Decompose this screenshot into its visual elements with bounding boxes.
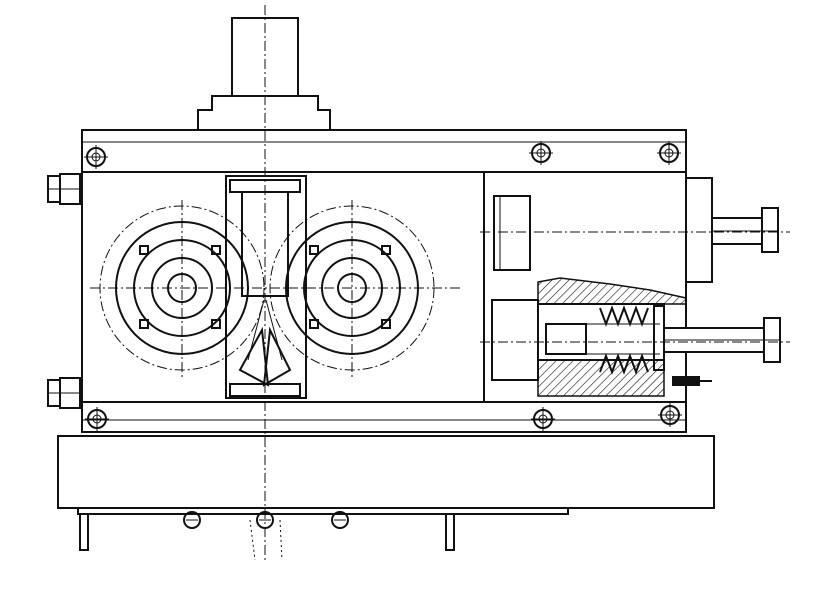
gearbox-housing bbox=[81, 129, 687, 433]
housing-bolt-top-right bbox=[657, 141, 681, 165]
housing-bolt-top-left bbox=[84, 145, 108, 169]
base-plate bbox=[57, 435, 715, 515]
left-lower-stud bbox=[47, 377, 81, 409]
housing-bolt-bottom-right bbox=[658, 403, 682, 427]
right-lower-stud bbox=[663, 317, 781, 386]
center-lines bbox=[90, 5, 790, 561]
housing-bolt-bottom-left bbox=[85, 407, 109, 431]
center-guide bbox=[225, 175, 307, 399]
housing-bolt-bottom-middle bbox=[531, 407, 555, 431]
right-upper-stud bbox=[711, 207, 779, 253]
housing-bolt-top-middle bbox=[529, 141, 553, 165]
left-upper-stud bbox=[47, 173, 81, 205]
support-legs bbox=[79, 513, 455, 551]
input-shaft bbox=[197, 17, 331, 131]
